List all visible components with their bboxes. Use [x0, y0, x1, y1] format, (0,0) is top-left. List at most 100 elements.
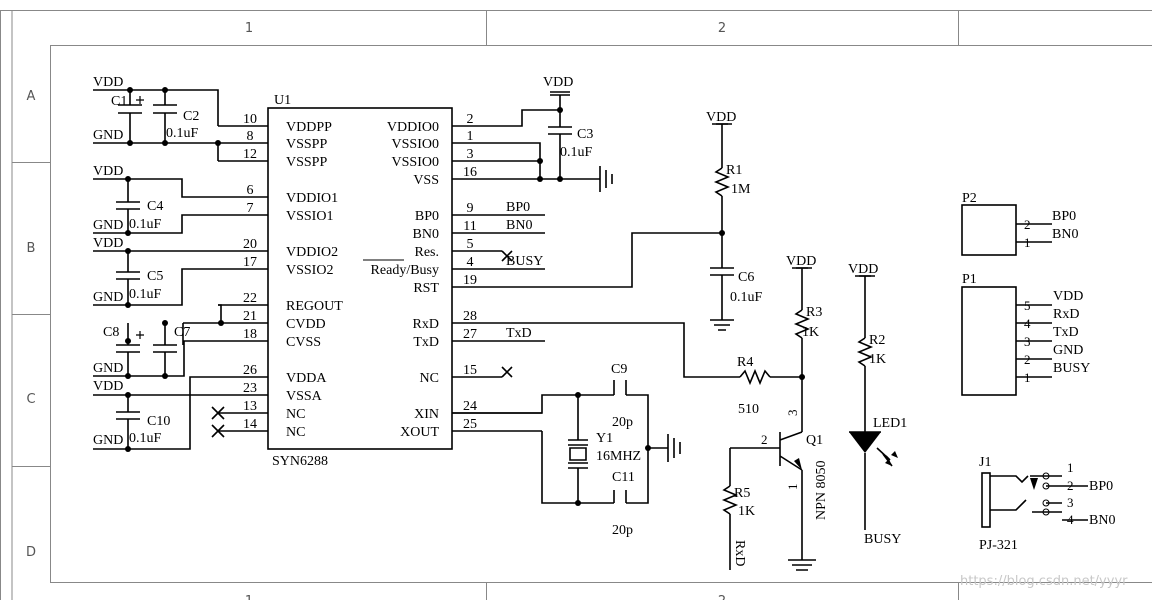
ic-pin-name: VDDA: [286, 371, 327, 386]
ic-pin-name: VSSIO2: [286, 263, 333, 278]
component-labels: C1 C2 0.1uF C3 0.1uF C4 0.1uF C5 0.1uF C…: [103, 94, 1115, 553]
ic-pin-number: 13: [243, 399, 257, 414]
ic-pin-name: VDDIO1: [286, 191, 338, 206]
ic-part: SYN6288: [272, 454, 328, 469]
ic-pin-name: TxD: [413, 335, 439, 350]
column-label-1-bottom: 1: [245, 594, 253, 600]
r3-value: 1K: [802, 325, 819, 340]
y1-ref: Y1: [596, 431, 613, 446]
ic-pin-name: VSSIO0: [392, 155, 439, 170]
q1-ref: Q1: [806, 433, 823, 448]
p2-ref: P2: [962, 191, 977, 206]
j1-pin: 3: [1067, 495, 1074, 510]
p1-pin: 2: [1024, 352, 1031, 367]
watermark: https://blog.csdn.net/yyyr: [960, 574, 1128, 589]
net-label-bp0: BP0: [506, 200, 530, 215]
r5-ref: R5: [734, 486, 750, 501]
c9-value: 20p: [612, 415, 633, 430]
ic-pin-name: VDDIO2: [286, 245, 338, 260]
net-label-gnd: GND: [93, 290, 123, 305]
ic-pin-number: 12: [243, 147, 257, 162]
row-label-c: C: [26, 392, 35, 407]
ic-pin-number: 5: [467, 237, 474, 252]
y1-value: 16MHZ: [596, 449, 641, 464]
ic-body: [267, 107, 453, 450]
p1-pin: 5: [1024, 298, 1031, 313]
j1-pin: 4: [1067, 512, 1074, 527]
ic-pin-number: 21: [243, 309, 257, 324]
ic-pin-number: 23: [243, 381, 257, 396]
row-label-b: B: [27, 241, 36, 256]
r2-value: 1K: [869, 352, 886, 367]
ic-pin-name: NC: [286, 425, 305, 440]
c10-value: 0.1uF: [129, 431, 162, 446]
j1-part: PJ-321: [979, 538, 1018, 553]
net-label-vdd: VDD: [93, 379, 123, 394]
ic-pin-number: 24: [463, 399, 477, 414]
ic-pin-number: 28: [463, 309, 477, 324]
transistor-emitter-arrow: [794, 458, 802, 470]
net-label-gnd: GND: [93, 361, 123, 376]
p2-pin: 2: [1024, 217, 1031, 232]
ic-pin-number: 15: [463, 363, 477, 378]
j1-net: BP0: [1089, 479, 1113, 494]
q1-value: NPN 8050: [814, 460, 829, 520]
net-label-txd: TxD: [506, 326, 532, 341]
ic-pin-name: XOUT: [400, 425, 439, 440]
net-label-vdd: VDD: [543, 75, 573, 90]
r1-value: 1M: [731, 182, 751, 197]
ic-pin-name: REGOUT: [286, 299, 343, 314]
ic-pin-number: 26: [243, 363, 257, 378]
net-label-vdd: VDD: [786, 254, 816, 269]
j1-ref: J1: [979, 455, 991, 470]
frame-labels: 1 2 1 2 A B C D: [26, 21, 726, 600]
ic-pin-name: VSSPP: [286, 155, 327, 170]
ic-pin-number: 1: [467, 129, 474, 144]
ic-pin-number: 9: [467, 201, 474, 216]
p1-net: TxD: [1053, 325, 1079, 340]
ic-ref: U1: [274, 93, 291, 108]
net-label-vdd: VDD: [706, 110, 736, 125]
ic-pin-number: 3: [467, 147, 474, 162]
p1-pin: 4: [1024, 316, 1031, 331]
c9-ref: C9: [611, 362, 627, 377]
q1-pin-collector: 3: [785, 410, 800, 417]
p2-net: BN0: [1052, 227, 1078, 242]
r2-ref: R2: [869, 333, 885, 348]
row-label-a: A: [27, 89, 36, 104]
c2-ref: C2: [183, 109, 199, 124]
ic-pin-name: VSSA: [286, 389, 323, 404]
net-label-vdd: VDD: [848, 262, 878, 277]
ic-left-pins: 10VDDPP8VSSPP12VSSPP6VDDIO17VSSIO120VDDI…: [243, 112, 343, 440]
ic-pin-number: 14: [243, 417, 257, 432]
ic-pin-name: VSSIO0: [392, 137, 439, 152]
p1-pin: 3: [1024, 334, 1031, 349]
ic-pin-number: 22: [243, 291, 257, 306]
j1-pin: 1: [1067, 460, 1074, 475]
q1-pin-emitter: 1: [785, 484, 800, 491]
ic-pin-name: VDDIO0: [387, 120, 439, 135]
ic-pin-name: XIN: [414, 407, 439, 422]
filled-symbols: [125, 87, 1050, 516]
ic-pin-number: 7: [247, 201, 254, 216]
column-label-2: 2: [718, 21, 726, 36]
net-label-rxd: RxD: [732, 540, 747, 566]
c5-value: 0.1uF: [129, 287, 162, 302]
r4-ref: R4: [737, 355, 753, 370]
ic-pin-name: Ready/Busy: [371, 263, 439, 278]
net-label-vdd: VDD: [93, 164, 123, 179]
ic-pin-name: RST: [413, 281, 439, 296]
p1-net: BUSY: [1053, 361, 1090, 376]
c2-value: 0.1uF: [166, 126, 199, 141]
ic-pin-number: 18: [243, 327, 257, 342]
p1-pin: 1: [1024, 370, 1031, 385]
ic-pin-number: 6: [247, 183, 254, 198]
c3-ref: C3: [577, 127, 593, 142]
net-label-vdd: VDD: [93, 75, 123, 90]
ic-pin-number: 8: [247, 129, 254, 144]
r5-value: 1K: [738, 504, 755, 519]
ic-pin-name: VSSIO1: [286, 209, 333, 224]
ic-pin-number: 11: [463, 219, 476, 234]
ic-pin-number: 20: [243, 237, 257, 252]
